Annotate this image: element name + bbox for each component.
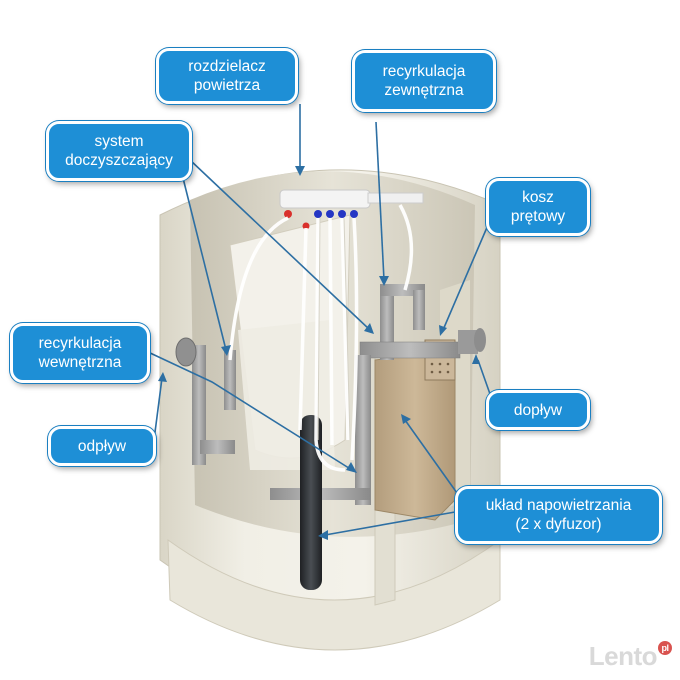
pipe-inlet-stub — [458, 330, 478, 354]
label-internal-recirculation: recyrkulacja wewnętrzna — [10, 323, 150, 383]
watermark-badge: pl — [658, 641, 672, 655]
pipe-external-recirc-down — [413, 290, 425, 330]
air-manifold — [279, 189, 371, 209]
arrow-odplyw — [153, 377, 163, 441]
arrow-recyrkulacja-zew — [375, 121, 385, 281]
label-aeration-system: układ napowietrzania (2 x dyfuzor) — [455, 486, 662, 544]
air-hoses-shadow — [317, 217, 351, 441]
label-external-recirculation: recyrkulacja zewnętrzna — [352, 50, 496, 112]
arrow-recyrkulacja-wew — [147, 351, 353, 471]
arrow-doplyw — [477, 359, 491, 395]
arrow-uklad-2 — [324, 511, 456, 536]
diffuser-pipe — [300, 415, 322, 590]
manifold-valves — [284, 210, 358, 230]
watermark-text: Lento — [588, 641, 658, 671]
label-bar-basket: kosz prętowy — [486, 178, 590, 236]
pipe-inlet-opening — [474, 328, 486, 352]
arrow-system-1 — [179, 165, 227, 351]
arrow-heads — [158, 166, 480, 540]
label-outlet: odpływ — [48, 426, 156, 466]
arrow-uklad-1 — [404, 419, 463, 501]
arrow-system-2 — [189, 159, 371, 331]
label-inlet: dopływ — [486, 390, 590, 430]
arrow-kosz — [442, 224, 489, 331]
pipe-left-outlet — [200, 440, 235, 454]
air-hoses — [228, 204, 414, 472]
tank-bottom — [167, 539, 501, 651]
pipe-inlet-horizontal — [359, 341, 461, 359]
pipe-left-outlet-opening — [175, 337, 197, 367]
pipe-vertical-main — [355, 355, 371, 505]
label-air-distributor: rozdzielacz powietrza — [156, 48, 298, 104]
leader-arrows — [147, 104, 491, 536]
air-manifold-pipe — [367, 192, 424, 204]
label-polishing-system: system doczyszczający — [46, 121, 192, 181]
